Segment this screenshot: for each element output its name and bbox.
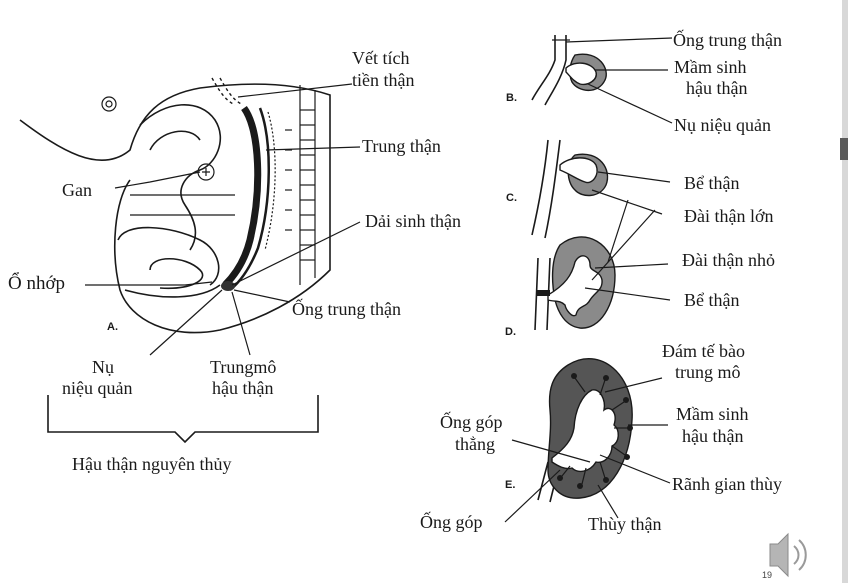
label-ong-gop-thang: Ống góp (440, 411, 503, 432)
window-edge (842, 0, 848, 583)
panel-letter-e: E. (505, 479, 515, 491)
label-hau-than-nguyen-thuy: Hậu thận nguyên thủy (72, 454, 231, 474)
panel-letter-a: A. (107, 321, 118, 333)
label-mam-sinh-hau-than: hậu thận (686, 78, 747, 98)
label-thang: thẳng (455, 434, 495, 454)
label-mam-sinh-e-hau-than: hậu thận (682, 426, 743, 446)
label-vet-tich: Vết tích (352, 48, 409, 68)
label-dam-te-bao: Đám tế bào (662, 341, 745, 361)
panel-b-leader-lines (565, 37, 673, 124)
label-ranh-gian-thuy: Rãnh gian thùy (672, 474, 782, 494)
label-ong-trung-than-a: Ống trung thận (292, 298, 401, 319)
label-nieu-quan: niệu quản (62, 378, 132, 398)
label-nu: Nụ (92, 357, 114, 377)
label-o-nhop: Ổ nhớp (8, 272, 65, 294)
label-hau-than: hậu thận (212, 378, 273, 398)
panel-d-leader-lines (584, 199, 671, 301)
panel-d-drawing (534, 236, 616, 331)
label-trung-mo: Trungmô (210, 357, 276, 377)
speaker-icon[interactable] (769, 532, 807, 578)
panel-e-leader-lines (504, 377, 671, 523)
label-mam-sinh-e: Mầm sinh (676, 404, 749, 424)
panel-b-drawing (531, 35, 607, 106)
label-dai-than-nho: Đài thận nhỏ (682, 250, 775, 270)
label-tien-than: tiền thận (352, 70, 414, 90)
label-be-than-d: Bể thận (684, 290, 740, 310)
label-nu-nieu-quan-b: Nụ niệu quản (674, 115, 771, 135)
panel-a-embryo-drawing (19, 77, 331, 334)
panel-letter-d: D. (505, 326, 516, 338)
label-dai-sinh-than: Dải sinh thận (365, 211, 461, 231)
label-trung-mo-e: trung mô (675, 362, 741, 382)
label-dai-than-lon: Đài thận lớn (684, 206, 774, 226)
label-mam-sinh: Mầm sinh (674, 57, 747, 77)
panel-a-leader-lines (47, 83, 361, 444)
panel-letter-b: B. (506, 92, 517, 104)
label-ong-trung-than-b: Ống trung thận (673, 29, 782, 50)
panel-letter-c: C. (506, 192, 517, 204)
label-be-than-c: Bể thận (684, 173, 740, 193)
label-gan: Gan (62, 180, 92, 200)
label-ong-gop: Ống góp (420, 511, 483, 532)
side-tab-handle[interactable] (840, 138, 848, 160)
slide-number: 19 (762, 570, 772, 580)
panel-e-drawing (537, 358, 633, 503)
label-trung-than: Trung thận (362, 136, 441, 156)
panel-c-drawing (531, 139, 609, 239)
label-thuy-than: Thùy thận (588, 514, 662, 534)
